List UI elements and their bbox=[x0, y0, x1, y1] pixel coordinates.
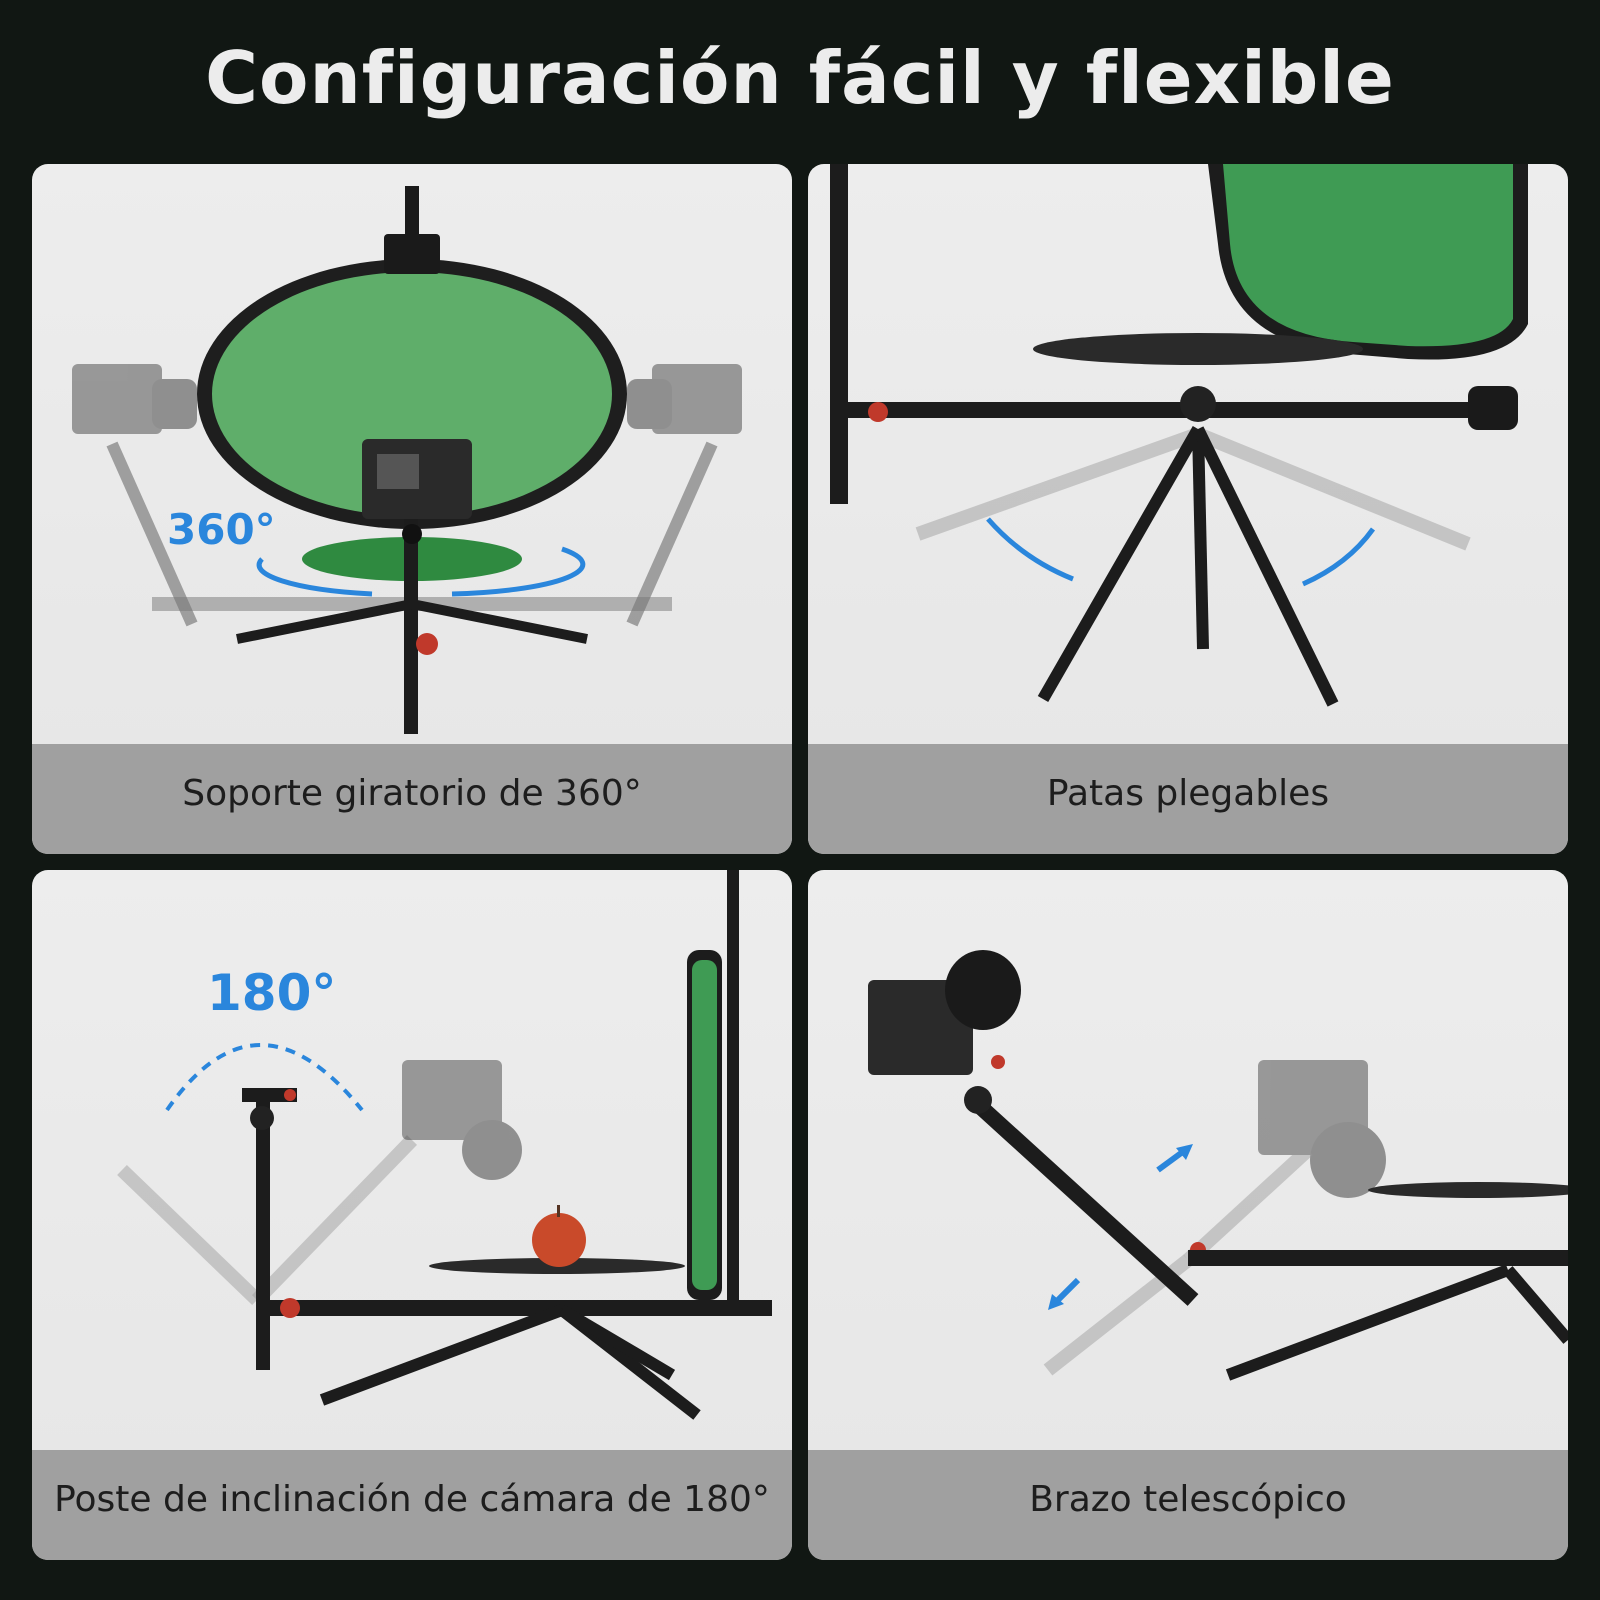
horizontal-arm bbox=[262, 1300, 772, 1316]
caption-bar: Poste de inclinación de cámara de 180° bbox=[32, 1450, 792, 1560]
horizontal-arm bbox=[848, 402, 1488, 418]
ghost-camera bbox=[402, 1060, 522, 1180]
lock-knob bbox=[280, 1298, 300, 1318]
caption-folding-legs: Patas plegables bbox=[1046, 773, 1330, 814]
ghost-leg-left bbox=[915, 427, 1201, 541]
camera-plate bbox=[242, 1088, 297, 1102]
folding-legs-illustration bbox=[830, 164, 1528, 707]
green-screen bbox=[212, 272, 612, 516]
tilt-arc bbox=[165, 1043, 364, 1112]
rotation-arrow-left bbox=[256, 557, 373, 597]
ghost-pole-left bbox=[117, 1164, 262, 1306]
tripod-leg bbox=[236, 599, 413, 644]
apple bbox=[532, 1213, 586, 1267]
turntable bbox=[1033, 333, 1363, 365]
clamp-post bbox=[405, 186, 419, 236]
panel-folding-legs: Patas plegables bbox=[808, 164, 1568, 854]
ghost-camera-right bbox=[626, 364, 742, 627]
green-screen bbox=[692, 960, 717, 1290]
tilt-badge: 180° bbox=[207, 964, 336, 1022]
tripod-leg bbox=[1037, 426, 1204, 702]
fold-arrow-right bbox=[1301, 527, 1376, 587]
rotation-badge: 360° bbox=[167, 505, 276, 554]
telescopic-arm bbox=[967, 1094, 1199, 1306]
tripod-leg bbox=[558, 1304, 676, 1381]
page-title: Configuración fácil y flexible bbox=[205, 36, 1395, 120]
caption-bar: Patas plegables bbox=[808, 744, 1568, 854]
caption-bar: Soporte giratorio de 360° bbox=[32, 744, 792, 854]
camera-lens bbox=[945, 950, 1021, 1030]
lock-knob bbox=[416, 633, 438, 655]
tilt-pole-illustration: 180° bbox=[117, 870, 772, 1420]
turntable bbox=[1368, 1182, 1568, 1198]
ghost-camera-left bbox=[72, 364, 198, 627]
tripod-leg bbox=[319, 1304, 565, 1406]
top-clamp bbox=[384, 234, 440, 274]
panel-telescopic-arm: Brazo telescópico bbox=[808, 870, 1568, 1560]
caption-rotating-mount: Soporte giratorio de 360° bbox=[182, 773, 642, 814]
panel-tilt-pole: 180° Poste de inclinación de cámara de 1… bbox=[32, 870, 792, 1560]
camera bbox=[868, 980, 973, 1075]
caption-tilt-pole: Poste de inclinación de cámara de 180° bbox=[54, 1479, 770, 1520]
vertical-pole bbox=[727, 870, 739, 1310]
panel-rotating-mount: 360° Soporte giratorio de 360° bbox=[32, 164, 792, 854]
ghost-pole-right bbox=[251, 1135, 418, 1305]
caption-telescopic-arm: Brazo telescópico bbox=[1029, 1479, 1347, 1520]
lock-knob bbox=[868, 402, 888, 422]
ghost-leg-right bbox=[1195, 427, 1471, 551]
fold-arrow-left bbox=[986, 517, 1074, 582]
tripod-leg bbox=[1192, 428, 1209, 650]
caption-bar: Brazo telescópico bbox=[808, 1450, 1568, 1560]
rotation-arrow-right bbox=[451, 546, 586, 597]
vertical-pole bbox=[830, 164, 848, 504]
tripod-leg bbox=[1225, 1264, 1511, 1381]
ghost-camera bbox=[1258, 1060, 1386, 1198]
center-pole bbox=[404, 519, 418, 734]
tripod-leg bbox=[411, 599, 588, 644]
counterweight bbox=[1468, 386, 1518, 430]
tripod-leg bbox=[1503, 1266, 1568, 1344]
tripod-leg bbox=[1192, 426, 1339, 707]
green-screen bbox=[1223, 164, 1513, 347]
telescopic-arm-illustration bbox=[868, 950, 1568, 1381]
rotating-mount-illustration: 360° bbox=[72, 186, 742, 734]
horizontal-arm bbox=[1188, 1250, 1568, 1266]
upright-pole bbox=[256, 1100, 270, 1370]
